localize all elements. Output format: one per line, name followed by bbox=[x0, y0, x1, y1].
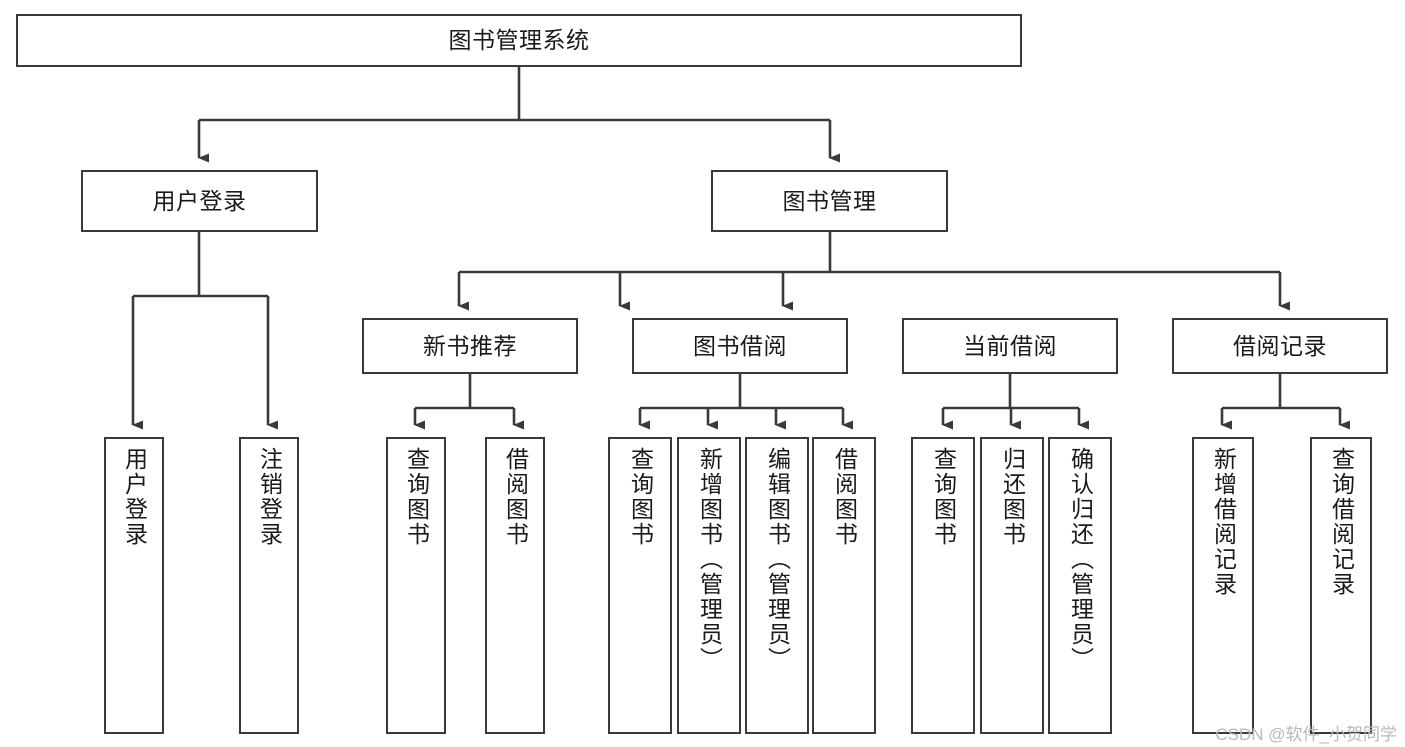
node-user-login-label: 用户登录 bbox=[152, 187, 247, 214]
node-leaf-user-login-label: 用户登录 bbox=[121, 447, 148, 547]
node-leaf-add-book-label: 新增图书（管理员） bbox=[696, 447, 723, 672]
node-leaf-query-book-1[interactable]: 查询图书 bbox=[386, 437, 446, 734]
node-borrow-record-label: 借阅记录 bbox=[1233, 332, 1327, 359]
watermark: CSDN @软件_小贺同学 bbox=[1215, 725, 1397, 744]
node-book-manage[interactable]: 图书管理 bbox=[711, 170, 948, 232]
node-new-book-rec-label: 新书推荐 bbox=[423, 332, 517, 359]
node-root-label: 图书管理系统 bbox=[448, 27, 590, 54]
node-leaf-user-login[interactable]: 用户登录 bbox=[104, 437, 164, 734]
node-leaf-return-book-label: 归还图书 bbox=[999, 447, 1026, 547]
node-leaf-add-book[interactable]: 新增图书（管理员） bbox=[677, 437, 741, 734]
node-borrow-record[interactable]: 借阅记录 bbox=[1172, 318, 1388, 374]
node-current-borrow-label: 当前借阅 bbox=[963, 332, 1057, 359]
node-leaf-edit-book-label: 编辑图书（管理员） bbox=[764, 447, 791, 672]
node-leaf-query-book-2[interactable]: 查询图书 bbox=[608, 437, 672, 734]
node-leaf-add-record[interactable]: 新增借阅记录 bbox=[1192, 437, 1254, 734]
node-leaf-query-record[interactable]: 查询借阅记录 bbox=[1310, 437, 1372, 734]
node-leaf-query-book-3-label: 查询图书 bbox=[930, 447, 957, 547]
node-leaf-query-book-2-label: 查询图书 bbox=[627, 447, 654, 547]
node-current-borrow[interactable]: 当前借阅 bbox=[902, 318, 1118, 374]
node-leaf-borrow-book-1[interactable]: 借阅图书 bbox=[485, 437, 545, 734]
node-root[interactable]: 图书管理系统 bbox=[16, 14, 1022, 67]
node-leaf-return-book[interactable]: 归还图书 bbox=[980, 437, 1044, 734]
node-book-borrow-label: 图书借阅 bbox=[693, 332, 787, 359]
node-user-login[interactable]: 用户登录 bbox=[81, 170, 318, 232]
node-leaf-borrow-book-1-label: 借阅图书 bbox=[502, 447, 529, 547]
node-leaf-query-book-3[interactable]: 查询图书 bbox=[911, 437, 975, 734]
node-leaf-confirm-return[interactable]: 确认归还（管理员） bbox=[1048, 437, 1112, 734]
node-leaf-confirm-return-label: 确认归还（管理员） bbox=[1067, 447, 1094, 672]
node-leaf-add-record-label: 新增借阅记录 bbox=[1210, 447, 1237, 597]
node-leaf-logout[interactable]: 注销登录 bbox=[239, 437, 299, 734]
node-leaf-edit-book[interactable]: 编辑图书（管理员） bbox=[745, 437, 809, 734]
node-book-borrow[interactable]: 图书借阅 bbox=[632, 318, 848, 374]
node-leaf-logout-label: 注销登录 bbox=[256, 447, 283, 547]
node-leaf-query-record-label: 查询借阅记录 bbox=[1328, 447, 1355, 597]
node-book-manage-label: 图书管理 bbox=[782, 187, 877, 214]
node-leaf-borrow-book-2[interactable]: 借阅图书 bbox=[812, 437, 876, 734]
node-leaf-query-book-1-label: 查询图书 bbox=[403, 447, 430, 547]
node-leaf-borrow-book-2-label: 借阅图书 bbox=[831, 447, 858, 547]
node-new-book-rec[interactable]: 新书推荐 bbox=[362, 318, 578, 374]
